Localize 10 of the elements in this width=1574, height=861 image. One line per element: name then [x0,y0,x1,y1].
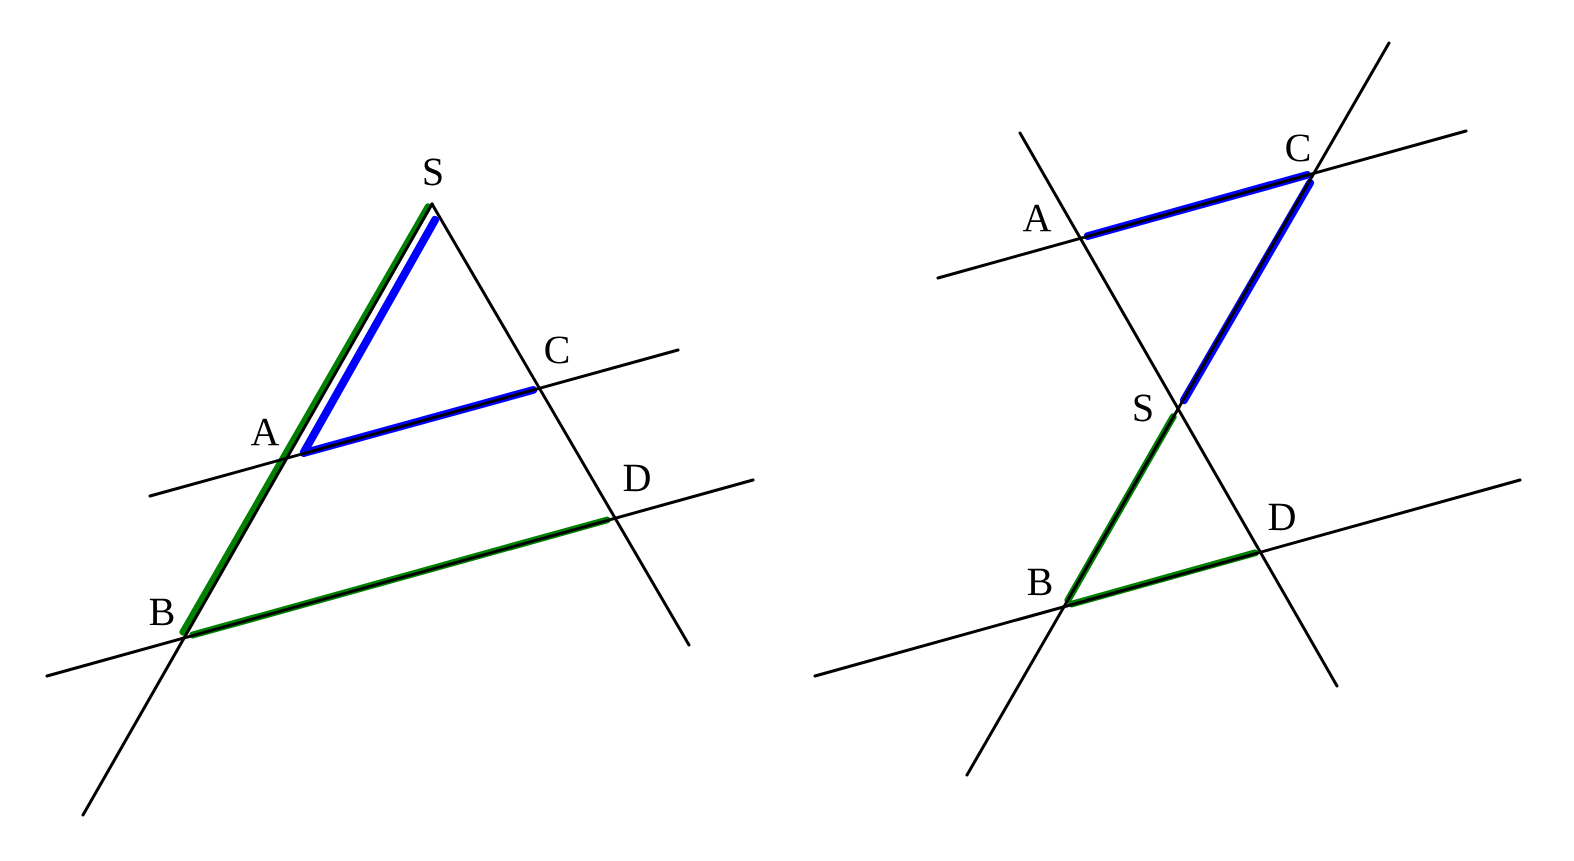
point-label: B [149,598,174,626]
point-label: S [1134,394,1152,422]
point-label: C [1286,134,1310,162]
point-label: B [1027,568,1052,596]
point-label: D [1268,503,1295,531]
point-label: A [250,418,280,446]
point-label: S [424,158,442,186]
point-label: A [1022,204,1052,232]
point-label: C [545,336,569,364]
point-label: D [623,464,650,492]
